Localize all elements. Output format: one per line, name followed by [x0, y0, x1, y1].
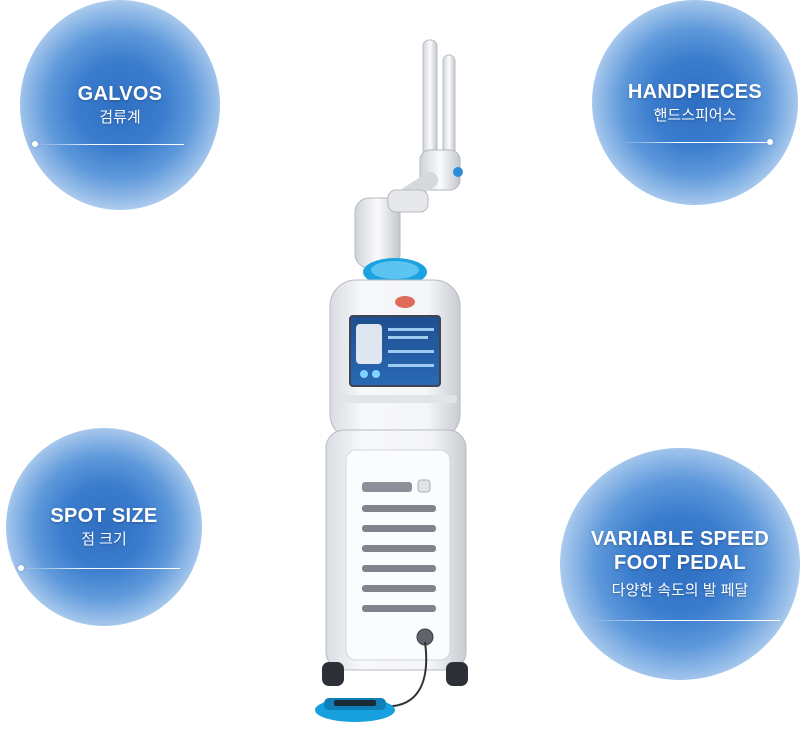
handpieces-callout-dot [767, 139, 773, 145]
vent-slots [362, 505, 436, 612]
galvos-subtitle: 검류계 [99, 109, 141, 126]
handpieces-callout-line [620, 142, 770, 143]
arm-upper-segment [422, 39, 438, 161]
spot-size-feature-orb: SPOT SIZE 점 크기 [6, 428, 202, 626]
handpieces-title: HANDPIECES [627, 80, 763, 103]
handpieces-subtitle: 핸드스피어스 [653, 106, 737, 124]
spot-size-title: SPOT SIZE [50, 505, 158, 527]
foot-pedal-callout-line [590, 620, 780, 621]
spot-size-callout-line [20, 568, 180, 569]
wheel-left [322, 662, 344, 686]
arm-joint-indicator [453, 167, 463, 177]
foot-pedal-title-line2: FOOT PEDAL [614, 552, 746, 574]
cabinet-door [345, 449, 451, 661]
arm-shoulder [387, 189, 429, 213]
laser-device-illustration [300, 30, 500, 730]
galvos-title: GALVOS [77, 83, 163, 105]
foot-pedal-title-line1: VARIABLE SPEED [590, 528, 770, 550]
foot-pedal-subtitle: 다양한 속도의 발 페달 [611, 582, 749, 599]
galvos-callout-dot [32, 141, 38, 147]
wheel-right [446, 662, 468, 686]
foot-pedal-feature-orb: VARIABLE SPEED FOOT PEDAL 다양한 속도의 발 페달 [560, 448, 800, 680]
handpieces-feature-orb: HANDPIECES 핸드스피어스 [592, 0, 798, 205]
galvos-callout-line [34, 144, 184, 145]
spot-size-callout-dot [18, 565, 24, 571]
galvos-feature-orb: GALVOS 검류계 [20, 0, 220, 210]
spot-size-subtitle: 점 크기 [81, 531, 127, 548]
emergency-button [395, 296, 415, 308]
device-svg [315, 39, 468, 722]
vent-grille-top [362, 482, 412, 492]
arm-parallel-segment [442, 54, 456, 166]
